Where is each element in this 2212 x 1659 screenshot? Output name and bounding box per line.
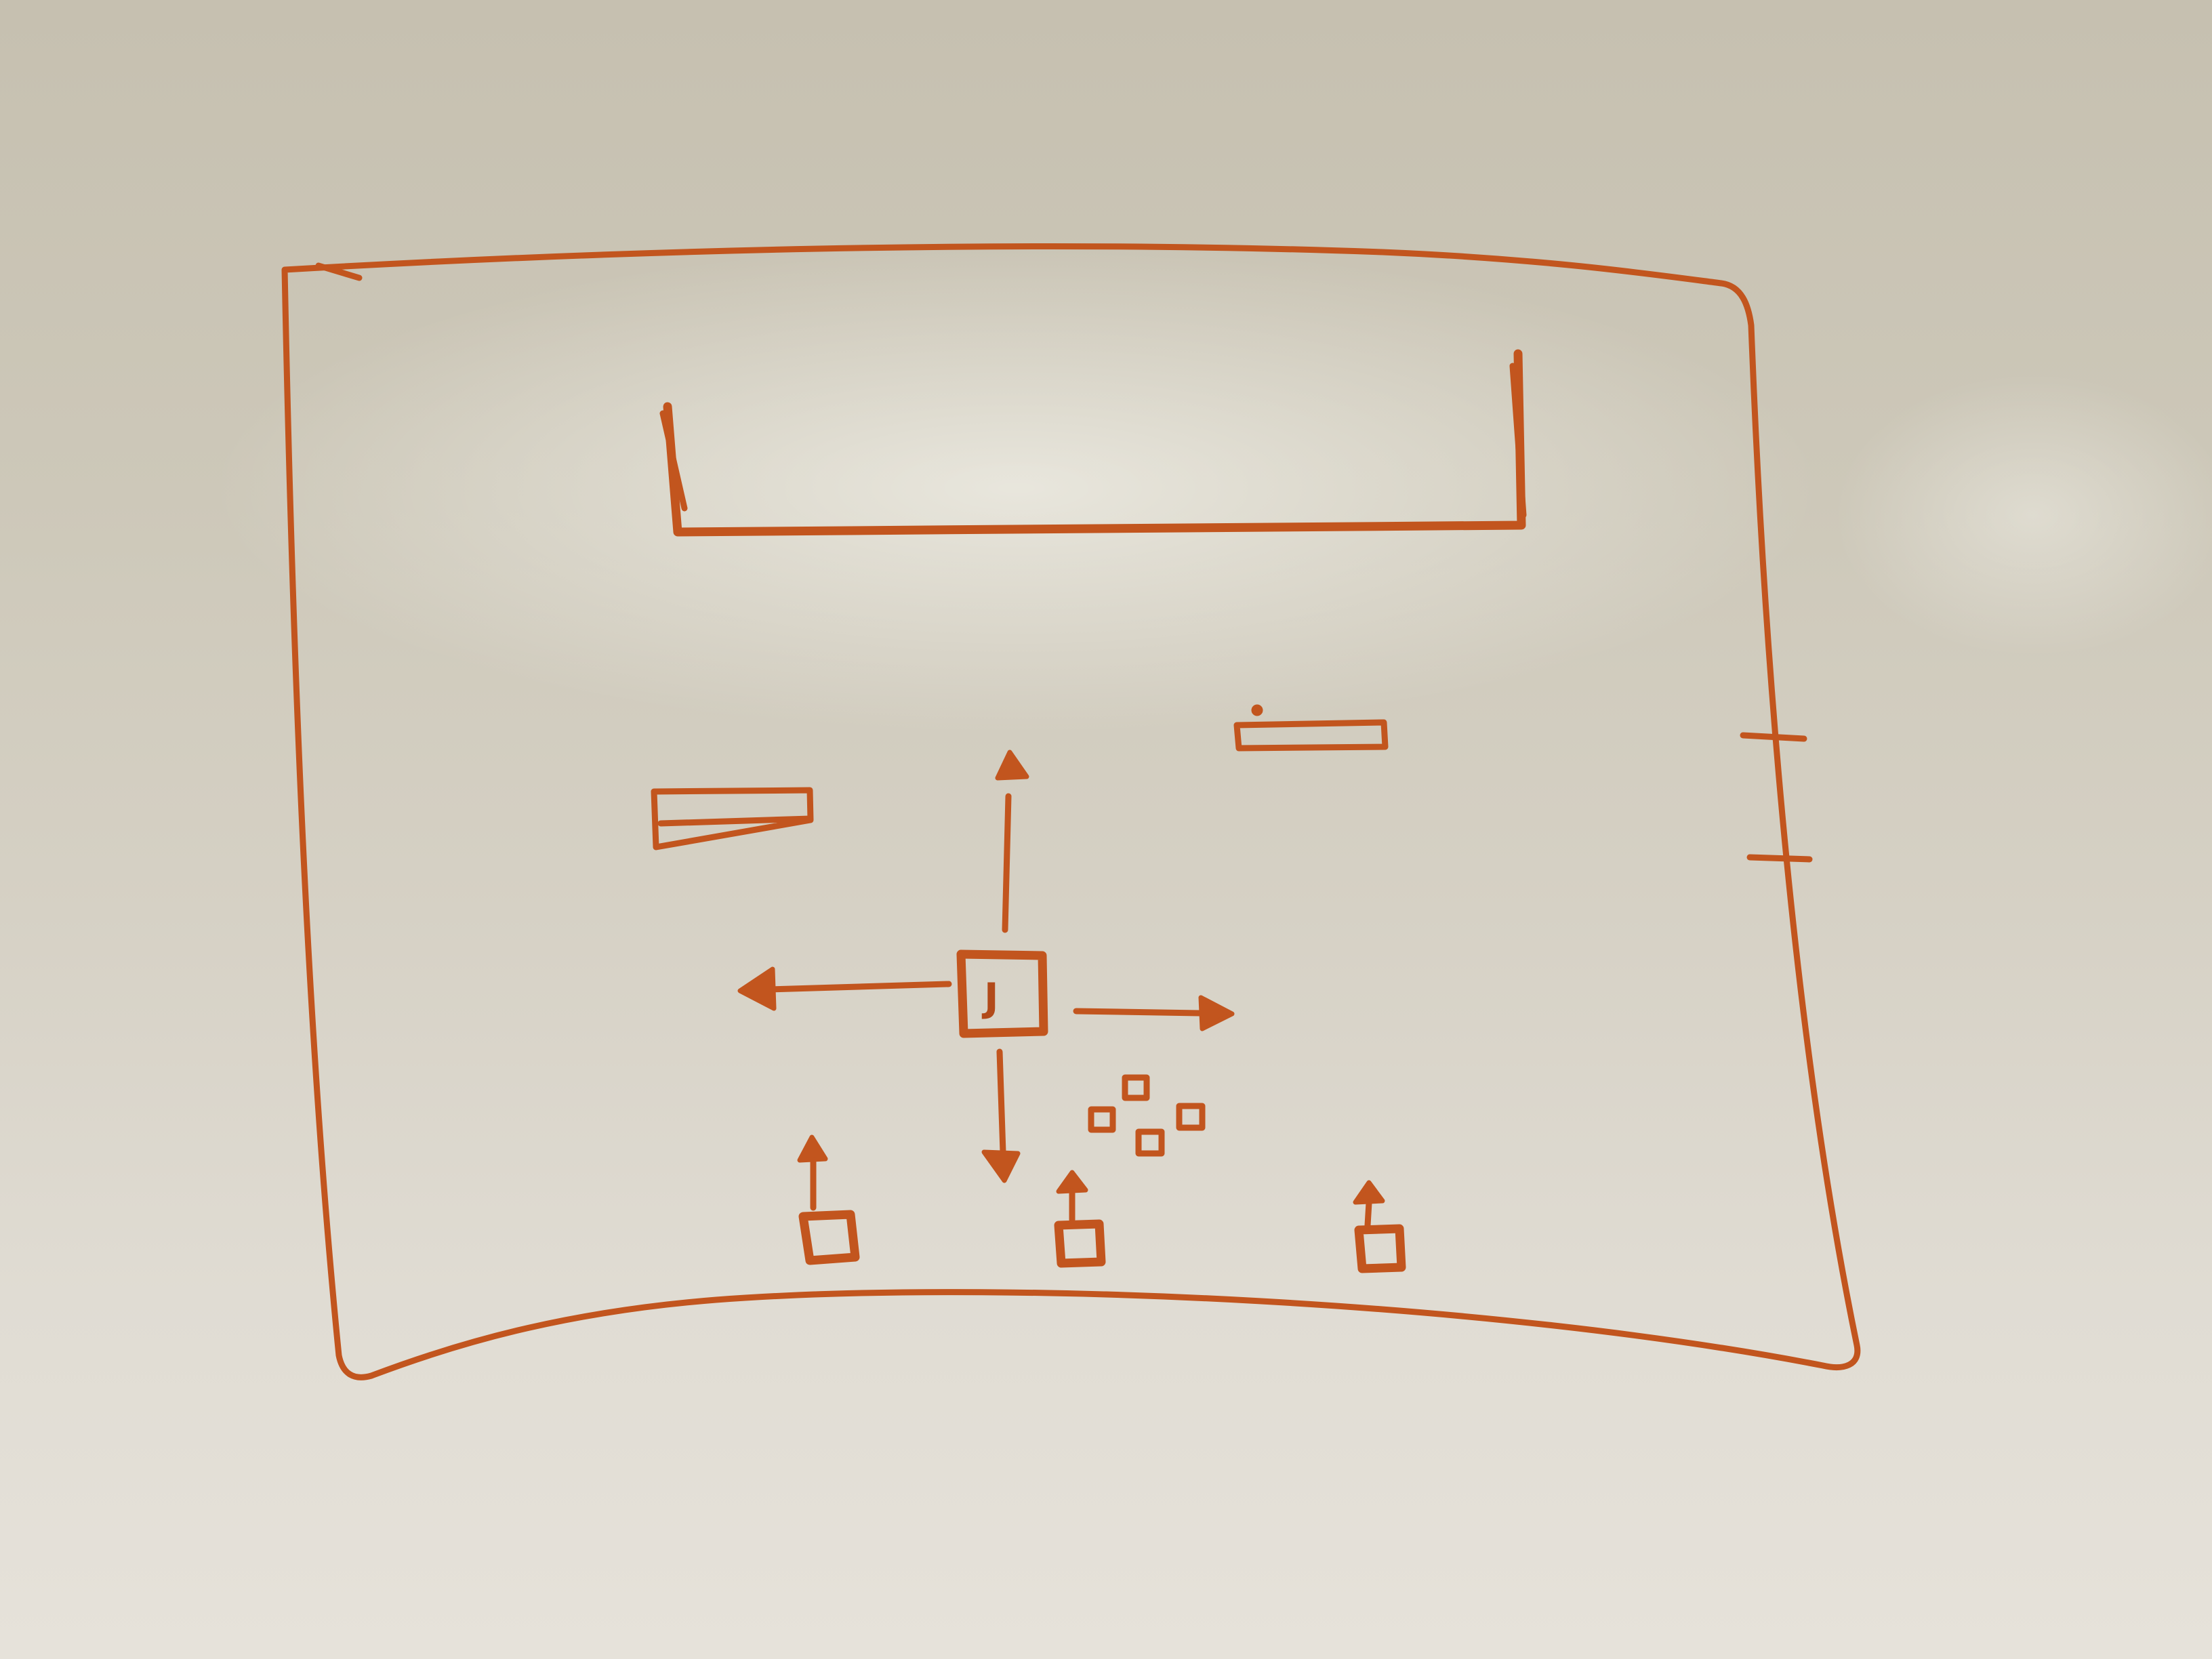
arrow-up-head-icon [995,750,1029,781]
arrow-up-line [1002,793,1012,933]
arrow-right-line [1073,1008,1203,1017]
screen-frame [281,243,1861,1380]
enemy-right-arrow-head-icon [1353,1180,1385,1205]
small-block [1176,1103,1206,1131]
top-goal-right-post [1509,363,1527,518]
top-goal [663,349,1526,537]
platform-right-dot [1251,704,1263,716]
enemy-box-right [1354,1224,1406,1273]
platform-right [1233,719,1389,752]
arrow-right-head-icon [1198,995,1235,1031]
arrow-down-line [996,1048,1006,1155]
small-block [1122,1074,1150,1101]
small-block [1088,1106,1116,1133]
arrow-down-head-icon [981,1149,1021,1183]
platform-left [651,787,814,851]
small-block [1135,1128,1165,1157]
frame-corner-tick [315,262,363,281]
enemy-box-middle [1054,1219,1106,1268]
top-goal-left-post [659,410,688,512]
enemy-box-left [798,1210,860,1265]
arrow-left-line [766,981,952,993]
right-edge-mark-bottom [1746,854,1813,863]
player-box [956,949,1048,1038]
enemy-left-arrow-head-icon [797,1134,828,1163]
player-label: J [981,975,999,1021]
enemy-middle-arrow-head-icon [1056,1170,1088,1194]
right-edge-mark-top [1740,732,1807,742]
enemy-right-arrow-line [1364,1200,1372,1229]
arrow-left-head-icon [737,966,777,1011]
